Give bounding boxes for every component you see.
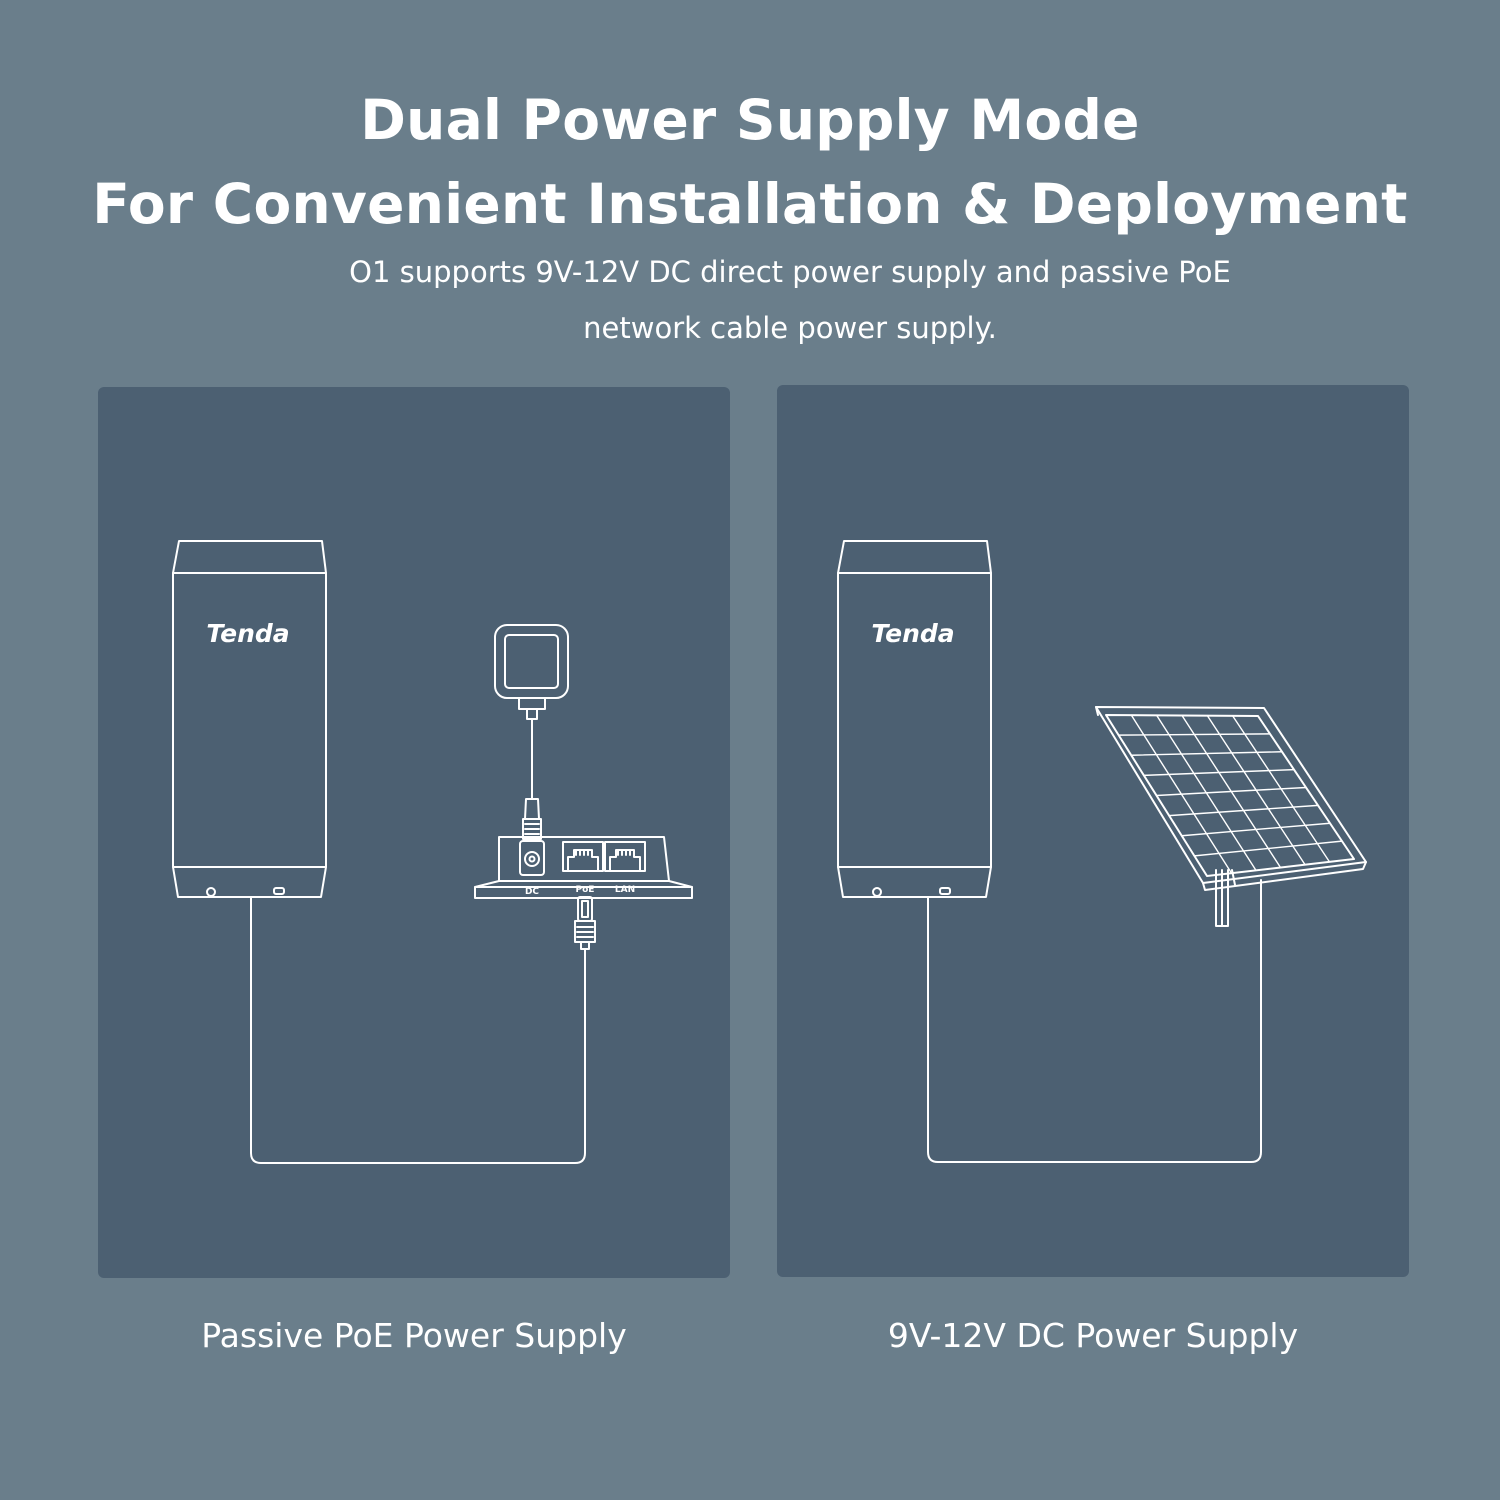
title-line-2: For Convenient Installation & Deployment <box>92 172 1408 236</box>
dc-power-cable <box>927 879 1262 1163</box>
dc-port-label: DC <box>525 887 539 897</box>
poe-port-label: PoE <box>576 885 595 895</box>
solar-grid-line <box>1130 751 1283 756</box>
poe-caption: Passive PoE Power Supply <box>201 1316 627 1355</box>
cpe-device-icon: Tenda <box>172 540 327 898</box>
device-logo: Tenda <box>871 619 954 648</box>
lan-port-icon <box>604 841 646 872</box>
poe-port-icon <box>562 841 604 872</box>
subtitle-line-2: network cable power supply. <box>583 311 997 345</box>
solar-panel-icon <box>1095 706 1367 927</box>
solar-grid-line <box>1155 786 1307 797</box>
solar-cell-grid <box>1117 714 1343 874</box>
solar-grid-line <box>1117 733 1271 736</box>
subtitle-line-1: O1 supports 9V-12V DC direct power suppl… <box>349 255 1231 289</box>
power-adapter-icon <box>494 624 569 840</box>
rj45-plug-icon <box>574 896 596 950</box>
poe-injector-icon: DC PoE LAN <box>474 836 693 899</box>
dc-port-icon <box>519 840 545 876</box>
page-subtitle: O1 supports 9V-12V DC direct power suppl… <box>240 244 1340 356</box>
dc-diagram: Tenda <box>837 540 1367 1163</box>
cpe-device-icon: Tenda <box>837 540 992 898</box>
solar-grid-line <box>1143 768 1295 777</box>
dc-panel: Tenda <box>777 385 1409 1277</box>
poe-panel: Tenda <box>98 387 730 1278</box>
dc-caption: 9V-12V DC Power Supply <box>887 1316 1299 1355</box>
poe-diagram: Tenda <box>172 540 693 1164</box>
device-logo: Tenda <box>206 619 289 648</box>
lan-port-label: LAN <box>615 885 635 895</box>
solar-grid-line <box>1181 822 1331 837</box>
title-line-1: Dual Power Supply Mode <box>360 88 1140 152</box>
solar-grid-line <box>1168 804 1319 817</box>
ethernet-cable <box>250 897 586 1164</box>
solar-grid-line <box>1193 840 1343 857</box>
page-title: Dual Power Supply Mode For Convenient In… <box>0 78 1500 246</box>
